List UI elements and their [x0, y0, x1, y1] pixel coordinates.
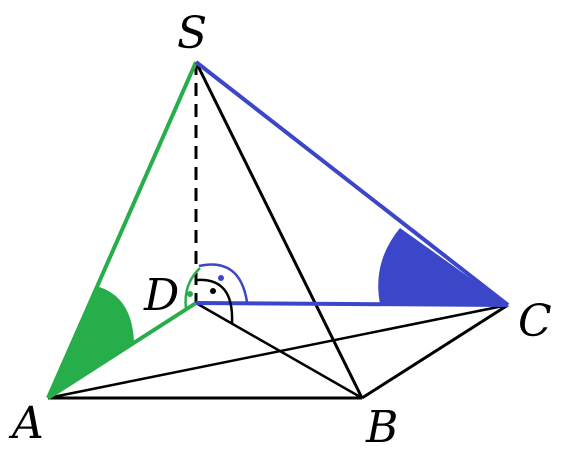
angle-mark-C [378, 228, 508, 305]
angle-dot-black [210, 288, 216, 294]
edge-SA [46, 61, 198, 399]
edge-DC [195, 301, 509, 307]
right-angle-arc-black [195, 278, 234, 324]
edge-AD [46, 301, 198, 400]
diagonal-AC [47, 303, 509, 400]
label-D: D [143, 270, 179, 321]
label-A: A [8, 398, 44, 449]
label-C: C [518, 296, 552, 347]
edge-SB [194, 61, 364, 399]
label-B: B [365, 402, 398, 453]
angle-mark-A [48, 286, 134, 398]
diagonal-DB [195, 301, 363, 400]
angle-dot-blue [218, 275, 224, 281]
angle-dot-green [187, 291, 193, 297]
edge-BC [361, 303, 509, 400]
right-angle-arc-blue [198, 263, 249, 303]
label-S: S [177, 8, 207, 59]
right-angle-arc-green [184, 267, 201, 310]
edge-SC [194, 60, 510, 307]
